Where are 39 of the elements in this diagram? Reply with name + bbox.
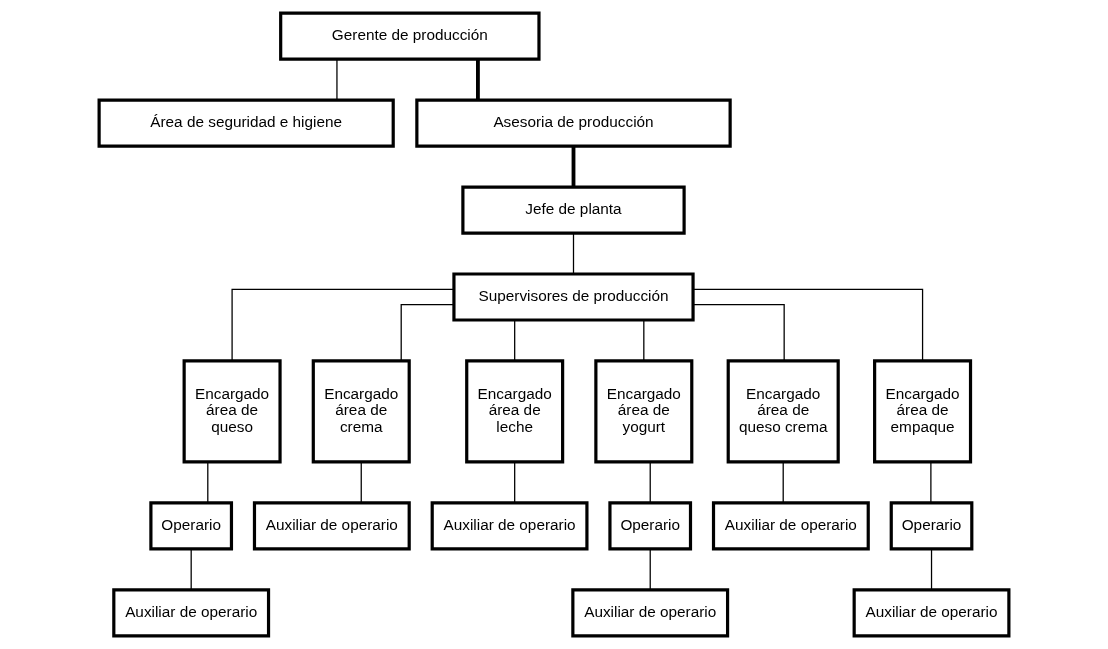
connector: [643, 319, 645, 362]
connector: [190, 548, 192, 591]
node-box: Área de seguridad e higiene: [97, 98, 395, 148]
node-box: Auxiliar de operario: [252, 501, 411, 551]
connector: [692, 304, 785, 362]
connector: [360, 461, 362, 504]
connector: [514, 319, 516, 362]
node-box: Jefe de planta: [461, 185, 686, 235]
node-box: Operario: [889, 501, 974, 551]
connector: [336, 58, 338, 101]
node-box: Operario: [149, 501, 234, 551]
connector: [572, 232, 575, 275]
node-box: Encargado área de queso: [182, 359, 282, 464]
node-box: Auxiliar de operario: [852, 588, 1011, 638]
connector: [930, 461, 932, 504]
connector: [476, 59, 480, 100]
connector: [514, 461, 516, 504]
node-box: Auxiliar de operario: [571, 588, 730, 638]
node-box: Operario: [608, 501, 693, 551]
connector: [930, 548, 933, 591]
node-box: Encargado área de leche: [465, 359, 565, 464]
connector: [649, 548, 651, 591]
node-box: Auxiliar de operario: [711, 501, 870, 551]
node-box: Auxiliar de operario: [112, 588, 271, 638]
connector: [207, 461, 209, 504]
node-box: Gerente de producción: [279, 11, 541, 61]
node-box: Asesoria de producción: [415, 98, 732, 148]
node-box: Auxiliar de operario: [430, 501, 589, 551]
node-box: Encargado área de queso crema: [726, 359, 840, 464]
connector: [571, 146, 576, 187]
connector: [400, 304, 455, 362]
node-box: Supervisores de producción: [452, 272, 695, 322]
connector: [782, 461, 784, 504]
node-box: Encargado área de yogurt: [594, 359, 694, 464]
node-box: Encargado área de empaque: [873, 359, 973, 464]
connector: [649, 461, 651, 504]
connector: [231, 288, 455, 362]
connector: [692, 288, 924, 362]
node-box: Encargado área de crema: [311, 359, 411, 464]
